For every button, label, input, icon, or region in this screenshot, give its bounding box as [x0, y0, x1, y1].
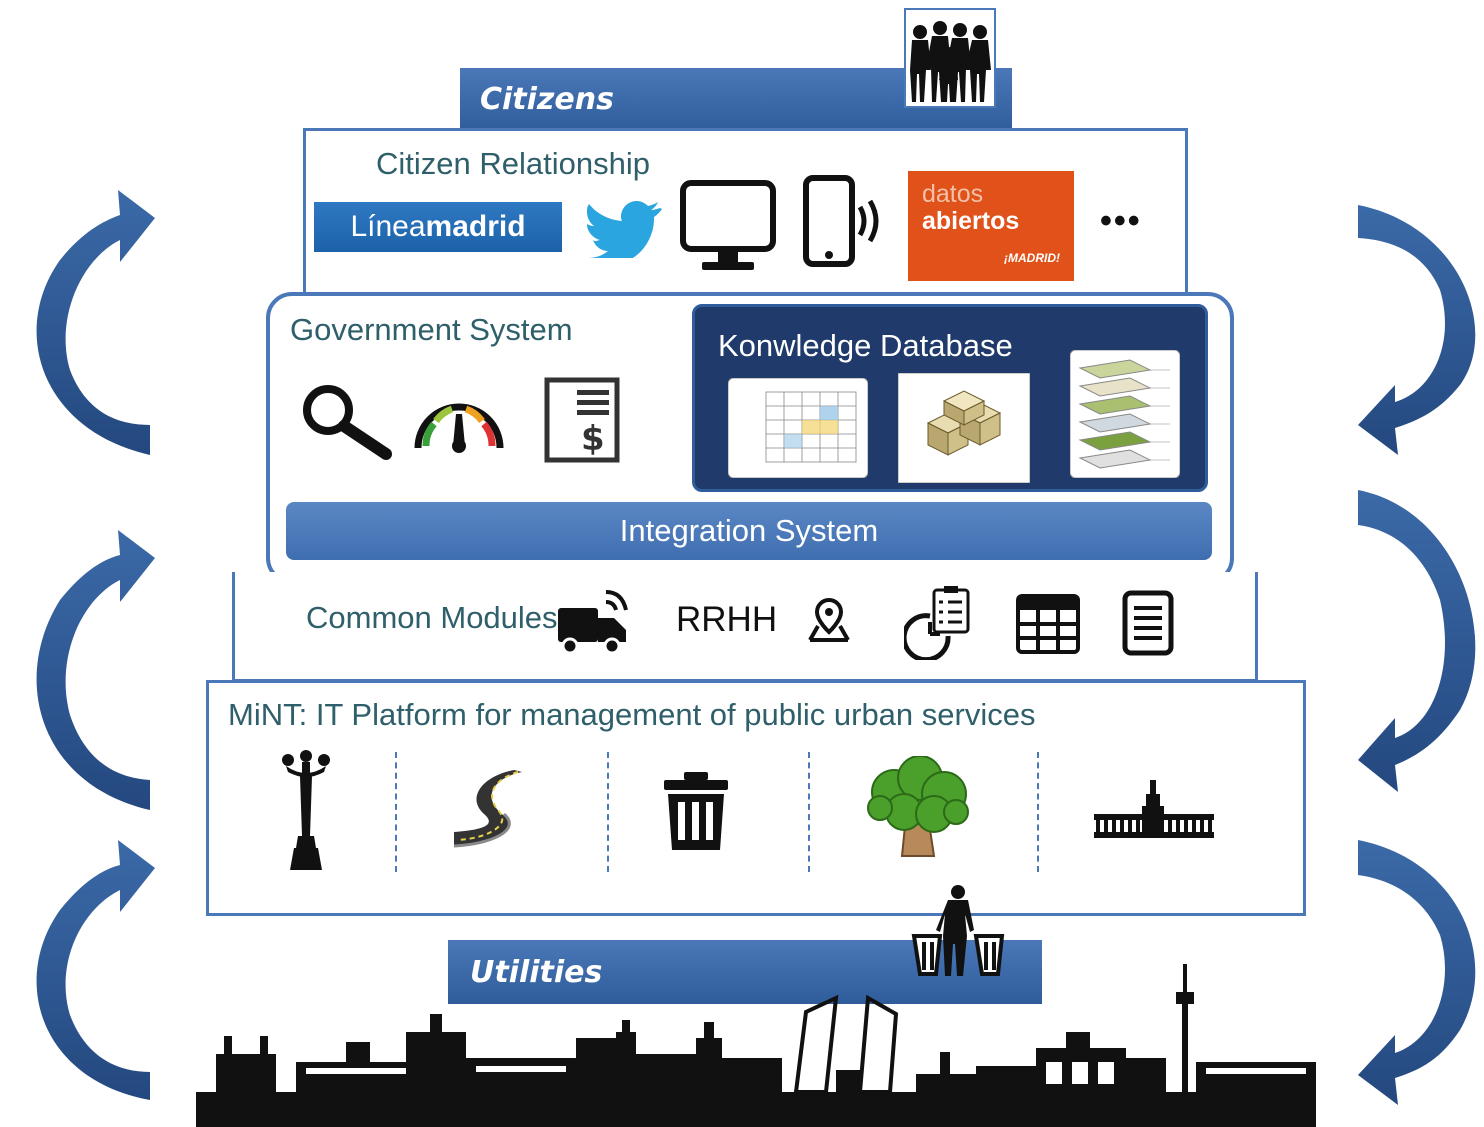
citizen-relationship-title: Citizen Relationship — [376, 146, 650, 181]
sanitation-worker-icon — [911, 885, 1005, 976]
table-grid-icon — [1016, 594, 1080, 654]
more-ellipsis: ••• — [1100, 202, 1142, 240]
tree-icon — [867, 756, 969, 857]
madrid-logo-text: ¡MADRID! — [1004, 251, 1060, 265]
utilities-label: Utilities — [470, 955, 603, 990]
palace-building-icon — [1094, 780, 1214, 838]
svg-text:$: $ — [581, 419, 605, 459]
document-icon — [1122, 590, 1174, 656]
common-modules-box — [232, 572, 1258, 682]
right-arrow-top — [1358, 205, 1476, 455]
utilities-banner: Utilities — [448, 940, 1042, 1004]
people-icon — [904, 8, 996, 108]
location-pin-icon — [808, 597, 850, 642]
invoice-icon: $ — [544, 377, 620, 463]
map-layers-image — [1070, 350, 1180, 478]
linea-madrid-logo: Líneamadrid — [314, 202, 562, 252]
datos-line2: abiertos — [922, 207, 1020, 235]
divider-1 — [395, 752, 397, 872]
delivery-truck-icon — [558, 590, 628, 655]
gauge-icon — [414, 403, 504, 453]
rrhh-label: RRHH — [676, 600, 778, 639]
cubes-image — [898, 373, 1030, 483]
timesheet-checklist-icon — [904, 586, 970, 660]
right-arrow-bottom — [1358, 840, 1476, 1105]
data-cube-table-image — [728, 378, 868, 478]
madrid-skyline-silhouette — [196, 964, 1316, 1127]
mint-platform-box — [206, 680, 1306, 916]
government-system-title: Government System — [290, 312, 573, 347]
datos-abiertos-logo: datos abiertos ¡MADRID! — [908, 171, 1074, 281]
citizens-label: Citizens — [480, 82, 614, 117]
left-arrow-bottom — [36, 840, 155, 1100]
linea-bold: madrid — [425, 210, 526, 243]
integration-system-bar: Integration System — [286, 502, 1212, 560]
linea-prefix: Línea — [350, 210, 426, 243]
left-arrow-top — [36, 190, 155, 455]
trash-bin-icon — [664, 772, 728, 850]
road-icon — [453, 770, 522, 848]
mint-title: MiNT: IT Platform for management of publ… — [228, 697, 1036, 732]
knowledge-database-title: Konwledge Database — [718, 328, 1013, 363]
desktop-monitor-icon — [680, 180, 776, 270]
common-modules-title: Common Modules — [306, 600, 558, 635]
datos-line1: datos — [922, 180, 984, 208]
divider-4 — [1037, 752, 1039, 872]
right-arrow-middle — [1358, 490, 1476, 792]
left-arrow-middle — [36, 530, 155, 810]
twitter-icon — [583, 201, 662, 258]
search-icon — [303, 385, 392, 460]
street-lamp-icon — [282, 750, 330, 870]
integration-system-label: Integration System — [619, 513, 879, 548]
divider-2 — [607, 752, 609, 872]
divider-3 — [808, 752, 810, 872]
mobile-phone-icon — [803, 175, 879, 267]
